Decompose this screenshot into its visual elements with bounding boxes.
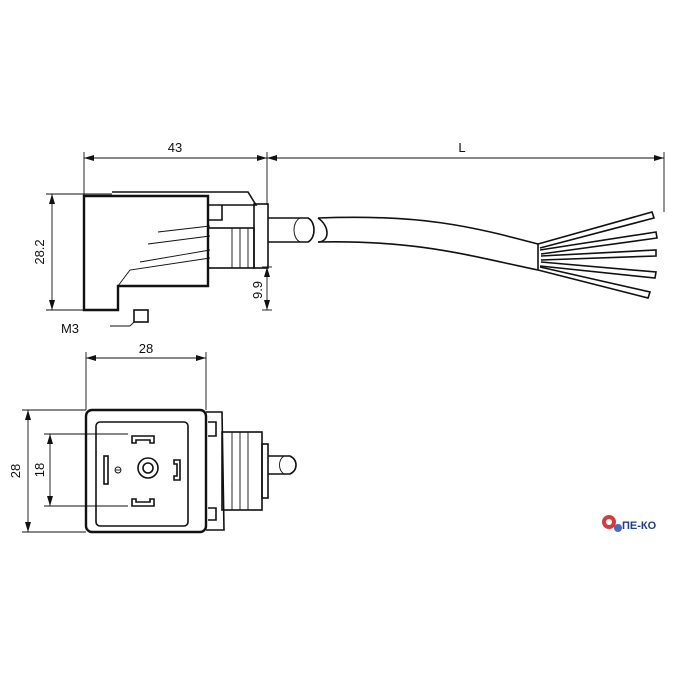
side-view	[46, 152, 665, 327]
dim-L-label: L	[458, 140, 465, 155]
thread-m3-label: M3	[61, 321, 79, 336]
logo: ПЕ-КО	[602, 515, 657, 532]
dim-28-height-label: 28	[8, 464, 23, 478]
dim-28-width-label: 28	[139, 341, 153, 356]
dim-43-label: 43	[168, 140, 182, 155]
logo-text: ПЕ-КО	[622, 520, 657, 532]
dim-9-9-label: 9.9	[250, 281, 265, 299]
dim-18-label: 18	[32, 463, 47, 477]
front-view	[22, 352, 297, 534]
dim-28-2-label: 28.2	[32, 239, 47, 264]
